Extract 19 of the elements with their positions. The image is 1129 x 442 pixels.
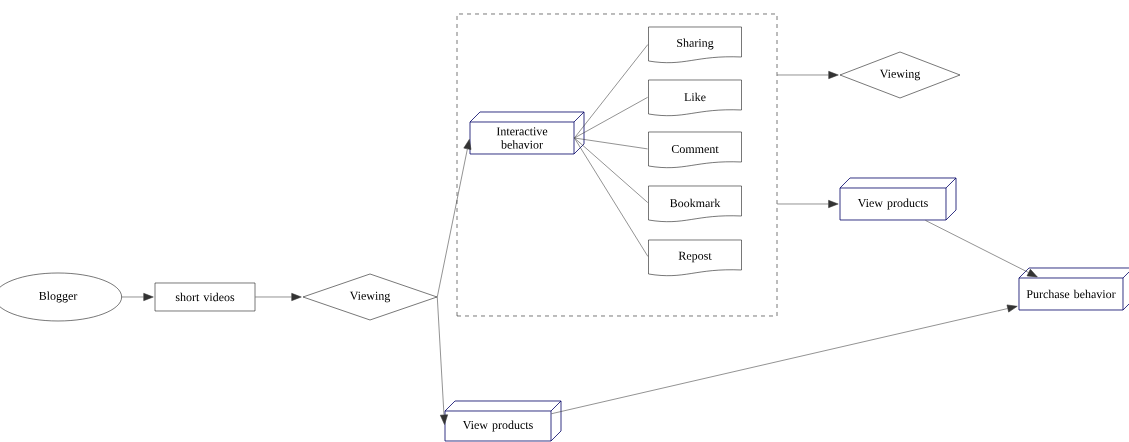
- arrow: [255, 293, 302, 301]
- arrow: [121, 293, 154, 301]
- document-box: Bookmark: [648, 185, 742, 222]
- cube-box: Purchase behavior: [1018, 267, 1129, 311]
- document-box: Like: [648, 79, 742, 116]
- arrow: [925, 220, 1038, 278]
- arrow: [777, 71, 839, 79]
- arrow: [551, 304, 1018, 414]
- arrow: [437, 296, 448, 425]
- document-box: Repost: [648, 239, 742, 276]
- document-box: Sharing: [648, 26, 742, 63]
- document-box: Comment: [648, 131, 742, 168]
- cube-box: View products: [444, 400, 562, 442]
- arrow: [777, 200, 839, 208]
- cube-box: View products: [839, 177, 957, 221]
- arrow: [437, 139, 472, 298]
- process-box: short videos: [154, 282, 256, 312]
- dashed-group-box: [456, 13, 778, 317]
- cube-box: Interactive behavior: [469, 111, 585, 155]
